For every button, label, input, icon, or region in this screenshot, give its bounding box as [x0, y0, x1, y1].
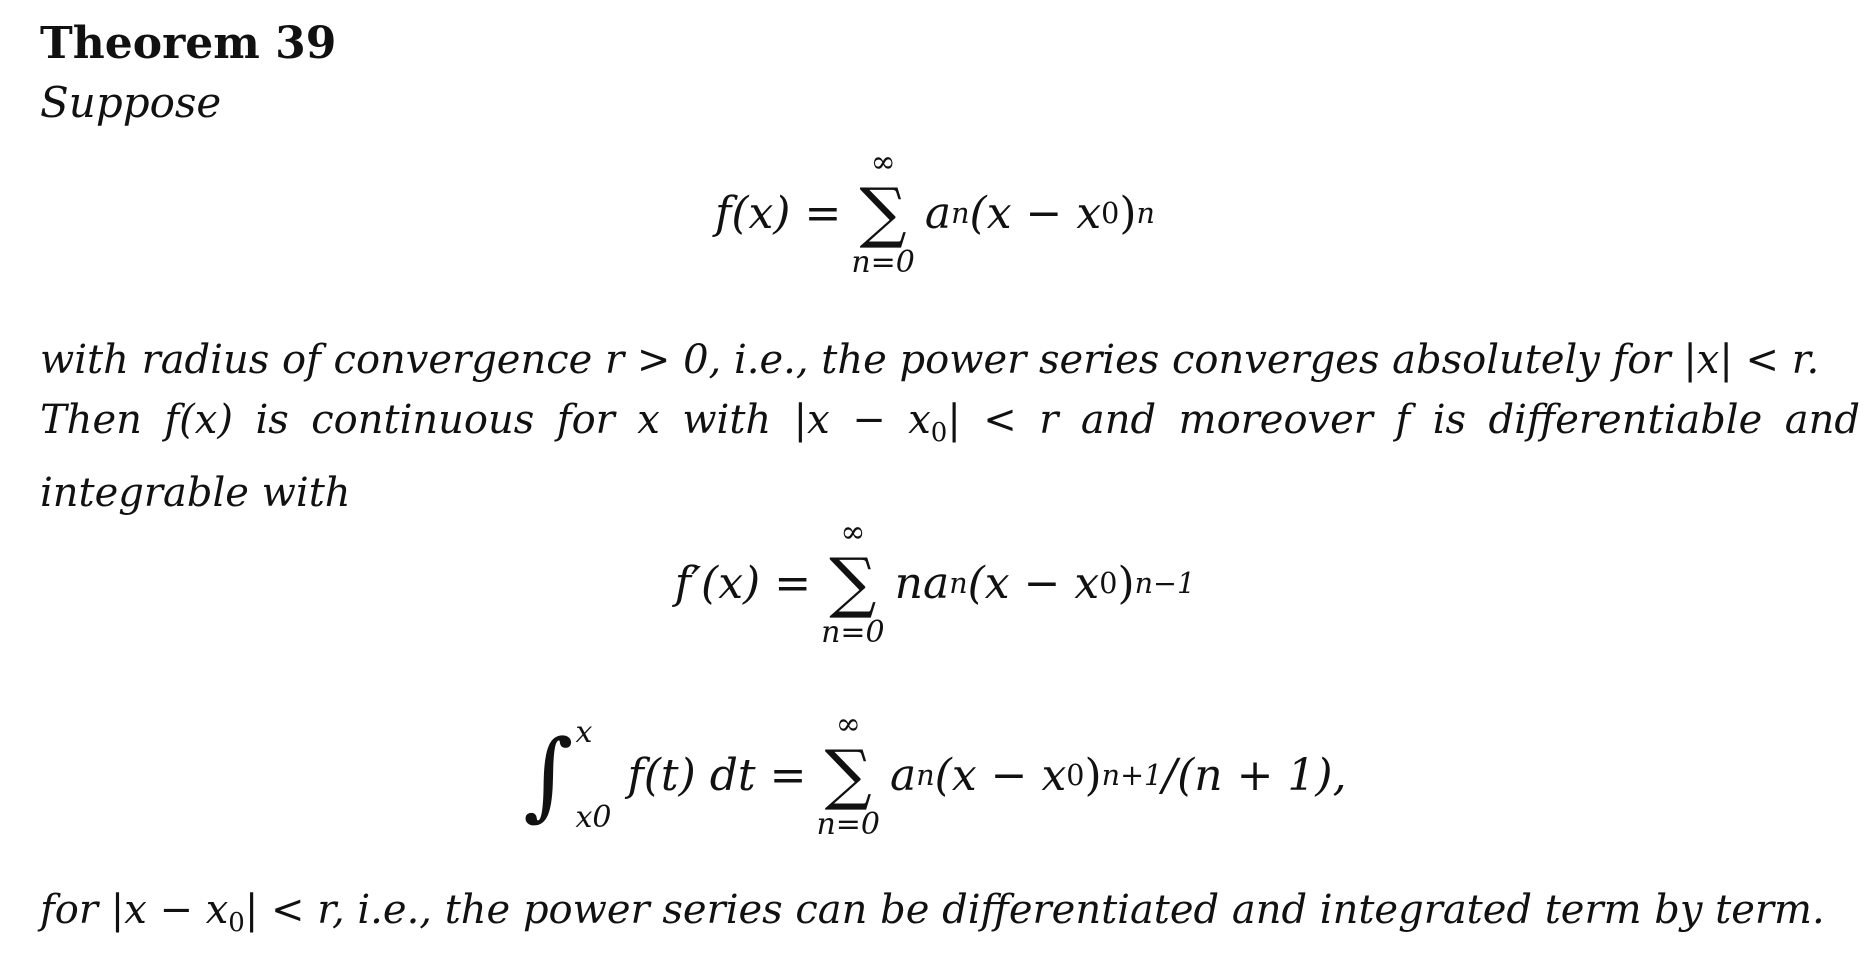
eq2-sum-upper: ∞	[840, 515, 866, 550]
eq2-sum-lower: n=0	[821, 615, 885, 650]
eq2-close-paren: )	[1117, 557, 1135, 609]
theorem-intro: Suppose	[40, 78, 222, 127]
eq3-exponent: n+1	[1101, 758, 1163, 792]
eq1-sum-sign: ∑	[859, 174, 907, 251]
eq3-tail: /(n + 1),	[1162, 749, 1347, 801]
paragraph-convergence: with radius of convergence r > 0, i.e., …	[40, 330, 1860, 523]
eq2-sum-sign: ∑	[829, 544, 877, 621]
eq3-integral-operator: ∫ x x0	[523, 715, 611, 835]
para2-line: for |x − x0| < r, i.e., the power series…	[40, 887, 1825, 938]
theorem-title: Theorem 39	[40, 18, 337, 69]
eq1-sum-upper: ∞	[870, 145, 896, 180]
eq2-lhs: f′(x) =	[674, 557, 812, 609]
eq3-integrand: f(t) dt =	[627, 749, 807, 801]
eq3-coef-sub: n	[916, 758, 935, 792]
eq2-coef-sub: n	[949, 566, 968, 600]
eq3-sum-upper: ∞	[835, 707, 861, 742]
eq2-exponent: n−1	[1134, 566, 1196, 600]
eq2-sum-operator: ∞ ∑ n=0	[821, 518, 885, 648]
eq3-sum-sign: ∑	[824, 736, 872, 813]
para1-line2: Then f(x) is continuous for x with |x − …	[40, 397, 1860, 448]
eq2-x0-sub: 0	[1099, 566, 1118, 600]
eq3-int-upper: x	[575, 715, 593, 750]
eq1-exponent: n	[1136, 196, 1155, 230]
eq3-x0-sub: 0	[1066, 758, 1085, 792]
para1-line1: with radius of convergence r > 0, i.e., …	[40, 337, 1820, 383]
eq3-sum-operator: ∞ ∑ n=0	[816, 710, 880, 840]
eq3-binomial: (x − x	[934, 749, 1067, 801]
eq3-int-lower: x0	[575, 800, 612, 835]
integral-sign: ∫	[523, 719, 574, 831]
eq1-binomial: (x − x	[969, 187, 1102, 239]
eq1-close-paren: )	[1119, 187, 1137, 239]
eq1-coef: a	[924, 187, 952, 239]
eq3-sum-lower: n=0	[816, 807, 880, 842]
eq1-sum-operator: ∞ ∑ n=0	[851, 148, 915, 278]
paragraph-conclusion: for |x − x0| < r, i.e., the power series…	[40, 880, 1860, 953]
eq3-close-paren: )	[1084, 749, 1102, 801]
eq1-lhs: f(x) =	[715, 187, 842, 239]
para1-line3: integrable with	[40, 469, 351, 516]
eq3-coef: a	[890, 749, 917, 801]
eq3-integral-limits: x x0	[575, 715, 611, 835]
eq2-coef: na	[894, 557, 950, 609]
eq1-x0-sub: 0	[1101, 196, 1120, 230]
eq1-sum-lower: n=0	[851, 245, 915, 280]
eq1-coef-sub: n	[951, 196, 970, 230]
eq2-binomial: (x − x	[967, 557, 1100, 609]
